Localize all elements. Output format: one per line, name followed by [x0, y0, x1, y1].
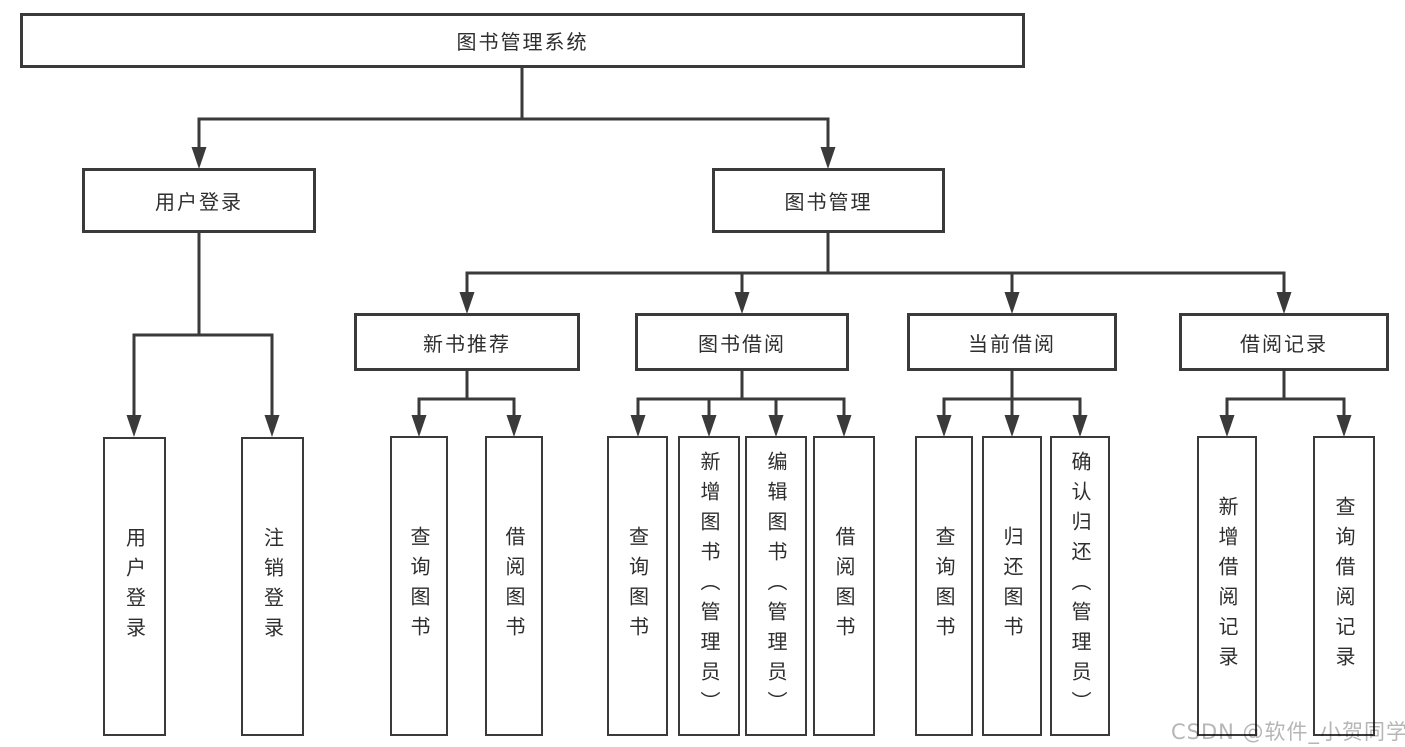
leaf-query-books-newbooks-label: 查询图书: [407, 526, 431, 646]
leaf-add-books-admin: 新增图书（管理员）: [678, 436, 740, 736]
leaf-query-borrow-record-label: 查询借阅记录: [1332, 496, 1356, 676]
leaf-confirm-return-admin: 确认归还（管理员）: [1050, 436, 1110, 736]
leaf-logout-label: 注销登录: [260, 526, 285, 647]
connector-records-to-leaves: [1225, 371, 1346, 417]
csdn-watermark: CSDN @软件_小贺同学: [1171, 720, 1405, 744]
leaf-borrow-books-borrow-label: 借阅图书: [832, 526, 856, 646]
node-current-borrowing: 当前借阅: [907, 313, 1117, 371]
leaf-query-books-newbooks: 查询图书: [390, 436, 448, 736]
leaf-user-login: 用户登录: [103, 437, 166, 736]
node-root-label: 图书管理系统: [456, 30, 589, 54]
leaf-query-borrow-record: 查询借阅记录: [1313, 436, 1375, 736]
leaf-edit-books-admin-label: 编辑图书（管理员）: [764, 451, 788, 721]
connector-userlogin-to-leaves: [132, 233, 274, 417]
leaf-return-books-label: 归还图书: [1000, 526, 1024, 646]
node-user-login: 用户登录: [82, 168, 316, 233]
leaf-borrow-books-newbooks-label: 借阅图书: [502, 526, 526, 646]
connector-bookborrow-to-leaves: [636, 371, 846, 417]
node-current-borrowing-label: 当前借阅: [968, 331, 1056, 356]
connector-root-to-level2: [197, 68, 830, 150]
node-book-borrowing-label: 图书借阅: [698, 331, 786, 356]
leaf-query-books-current-label: 查询图书: [932, 526, 956, 646]
leaf-add-books-admin-label: 新增图书（管理员）: [697, 451, 721, 721]
leaf-logout: 注销登录: [241, 437, 304, 736]
leaf-return-books: 归还图书: [982, 436, 1042, 736]
leaf-confirm-return-admin-label: 确认归还（管理员）: [1068, 451, 1092, 721]
node-user-login-label: 用户登录: [155, 190, 243, 214]
connector-newbooks-to-leaves: [417, 371, 516, 417]
leaf-query-books-borrow: 查询图书: [607, 436, 668, 736]
leaf-query-books-current: 查询图书: [915, 436, 973, 736]
node-new-book-recommendation-label: 新书推荐: [423, 331, 511, 356]
node-book-management-label: 图书管理: [784, 190, 873, 214]
node-book-management: 图书管理: [712, 168, 945, 233]
leaf-user-login-label: 用户登录: [122, 526, 147, 647]
leaf-borrow-books-borrow: 借阅图书: [813, 436, 875, 736]
node-new-book-recommendation: 新书推荐: [354, 313, 580, 371]
connector-bookmgmt-to-level3: [465, 233, 1286, 295]
leaf-edit-books-admin: 编辑图书（管理员）: [745, 436, 807, 736]
node-borrowing-records-label: 借阅记录: [1240, 331, 1328, 356]
node-borrowing-records: 借阅记录: [1179, 313, 1389, 371]
leaf-add-borrow-record: 新增借阅记录: [1197, 436, 1257, 736]
leaf-borrow-books-newbooks: 借阅图书: [485, 436, 543, 736]
node-root-library-management-system: 图书管理系统: [20, 13, 1025, 68]
node-book-borrowing: 图书借阅: [635, 313, 849, 371]
leaf-add-borrow-record-label: 新增借阅记录: [1215, 496, 1239, 676]
connector-currentborrow-to-leaves: [942, 371, 1082, 417]
leaf-query-books-borrow-label: 查询图书: [625, 526, 650, 646]
